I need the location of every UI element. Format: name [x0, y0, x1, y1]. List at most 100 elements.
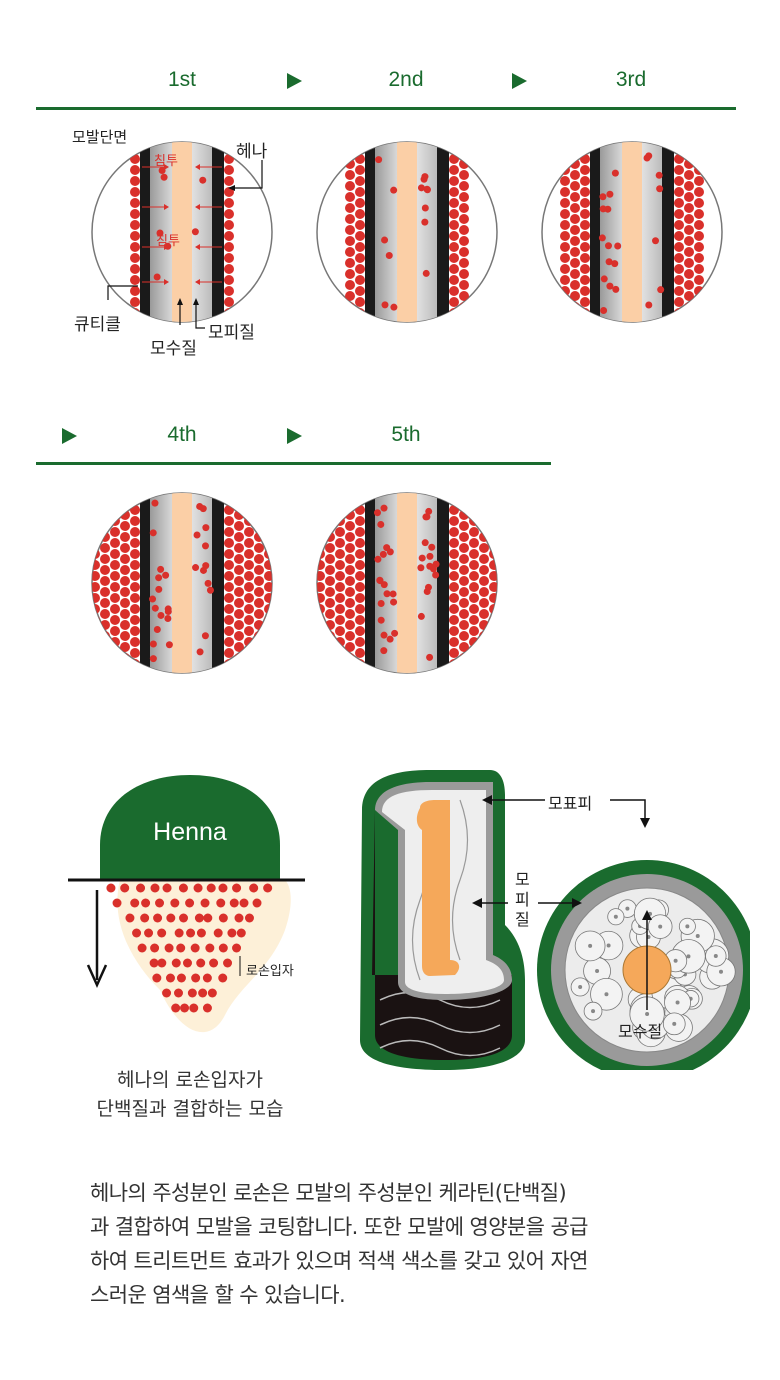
- henna-particle: [432, 571, 440, 579]
- henna-particle: [224, 505, 234, 515]
- henna-particle: [193, 531, 201, 539]
- henna-particle: [417, 184, 425, 192]
- divider: [36, 462, 551, 465]
- henna-particle: [355, 297, 365, 307]
- henna-particle: [120, 598, 130, 608]
- henna-particle: [489, 626, 497, 636]
- henna-particle: [325, 521, 335, 531]
- henna-particle: [377, 616, 385, 624]
- henna-particle: [355, 648, 365, 658]
- henna-particle: [570, 269, 580, 279]
- henna-particle: [355, 560, 365, 570]
- henna-particle: [264, 494, 272, 504]
- henna-particle: [224, 637, 234, 647]
- henna-particle: [428, 543, 436, 551]
- henna-particle: [234, 510, 244, 520]
- henna-particle: [317, 648, 325, 658]
- henna-particle: [374, 555, 382, 563]
- henna-particle: [449, 615, 459, 625]
- lawsone-particle: [120, 883, 130, 893]
- henna-particle: [380, 631, 388, 639]
- arrow-right-icon: [62, 428, 77, 444]
- henna-particle: [120, 664, 130, 673]
- step-4th: 4th: [167, 423, 197, 446]
- henna-particle: [244, 571, 254, 581]
- henna-particle: [459, 181, 469, 191]
- henna-particle: [244, 549, 254, 559]
- henna-particle: [130, 637, 140, 647]
- henna-particle: [459, 598, 469, 608]
- lawsone-particle: [180, 1003, 190, 1013]
- henna-particle: [317, 593, 325, 603]
- henna-particle: [224, 527, 234, 537]
- henna-particle: [158, 166, 166, 174]
- henna-particle: [355, 198, 365, 208]
- henna-particle: [224, 604, 234, 614]
- henna-particle: [459, 313, 469, 322]
- henna-particle: [459, 642, 469, 652]
- lawsone-particle: [173, 988, 183, 998]
- arrow-right-icon: [512, 73, 527, 89]
- henna-particle: [459, 269, 469, 279]
- henna-particle: [674, 198, 684, 208]
- henna-particle: [459, 247, 469, 257]
- lawsone-particle: [153, 913, 163, 923]
- henna-particle: [100, 565, 110, 575]
- henna-particle: [386, 635, 394, 643]
- henna-particle: [459, 653, 469, 663]
- henna-particle: [244, 593, 254, 603]
- henna-particle: [449, 648, 459, 658]
- henna-caption: 헤나의 로손입자가 단백질과 결합하는 모습: [40, 1066, 340, 1124]
- henna-particle: [196, 648, 204, 656]
- henna-particle: [244, 582, 254, 592]
- henna-particle: [325, 598, 335, 608]
- henna-particle: [604, 242, 612, 250]
- henna-particle: [317, 626, 325, 636]
- henna-particle: [674, 176, 684, 186]
- henna-particle: [224, 648, 234, 658]
- henna-particle: [355, 615, 365, 625]
- label-cortex: 모피질: [208, 323, 255, 343]
- henna-particle: [335, 494, 345, 504]
- henna-particle: [580, 209, 590, 219]
- henna-particle: [606, 282, 614, 290]
- lawsone-particle: [189, 1003, 199, 1013]
- henna-particle: [459, 159, 469, 169]
- henna-label: Henna: [153, 818, 227, 846]
- henna-particle: [317, 637, 325, 647]
- henna-particle: [234, 642, 244, 652]
- henna-particle: [110, 549, 120, 559]
- medulla: [622, 142, 642, 322]
- henna-particle: [224, 494, 234, 504]
- caption-line: 헤나의 로손입자가: [117, 1069, 263, 1091]
- henna-particle: [110, 626, 120, 636]
- henna-particle: [449, 593, 459, 603]
- henna-particle: [674, 220, 684, 230]
- henna-particle: [244, 615, 254, 625]
- henna-particle: [479, 554, 489, 564]
- henna-particle: [694, 297, 704, 307]
- henna-particle: [355, 527, 365, 537]
- henna-particle: [684, 148, 694, 158]
- henna-particle: [130, 626, 140, 636]
- henna-particle: [580, 220, 590, 230]
- henna-particle: [560, 264, 570, 274]
- henna-particle: [345, 587, 355, 597]
- henna-particle: [254, 543, 264, 553]
- henna-particle: [244, 538, 254, 548]
- henna-particle: [694, 198, 704, 208]
- lawsone-particle: [234, 913, 244, 923]
- henna-particle: [100, 587, 110, 597]
- henna-particle: [449, 220, 459, 230]
- henna-particle: [424, 583, 432, 591]
- lawsone-particle: [239, 898, 249, 908]
- cuticle: [365, 493, 375, 673]
- henna-particle: [390, 598, 398, 606]
- henna-particle: [234, 587, 244, 597]
- henna-particle: [580, 264, 590, 274]
- henna-particle: [130, 209, 140, 219]
- henna-particle: [224, 286, 234, 296]
- henna-particle: [479, 598, 489, 608]
- henna-particle: [100, 653, 110, 663]
- henna-particle: [426, 552, 434, 560]
